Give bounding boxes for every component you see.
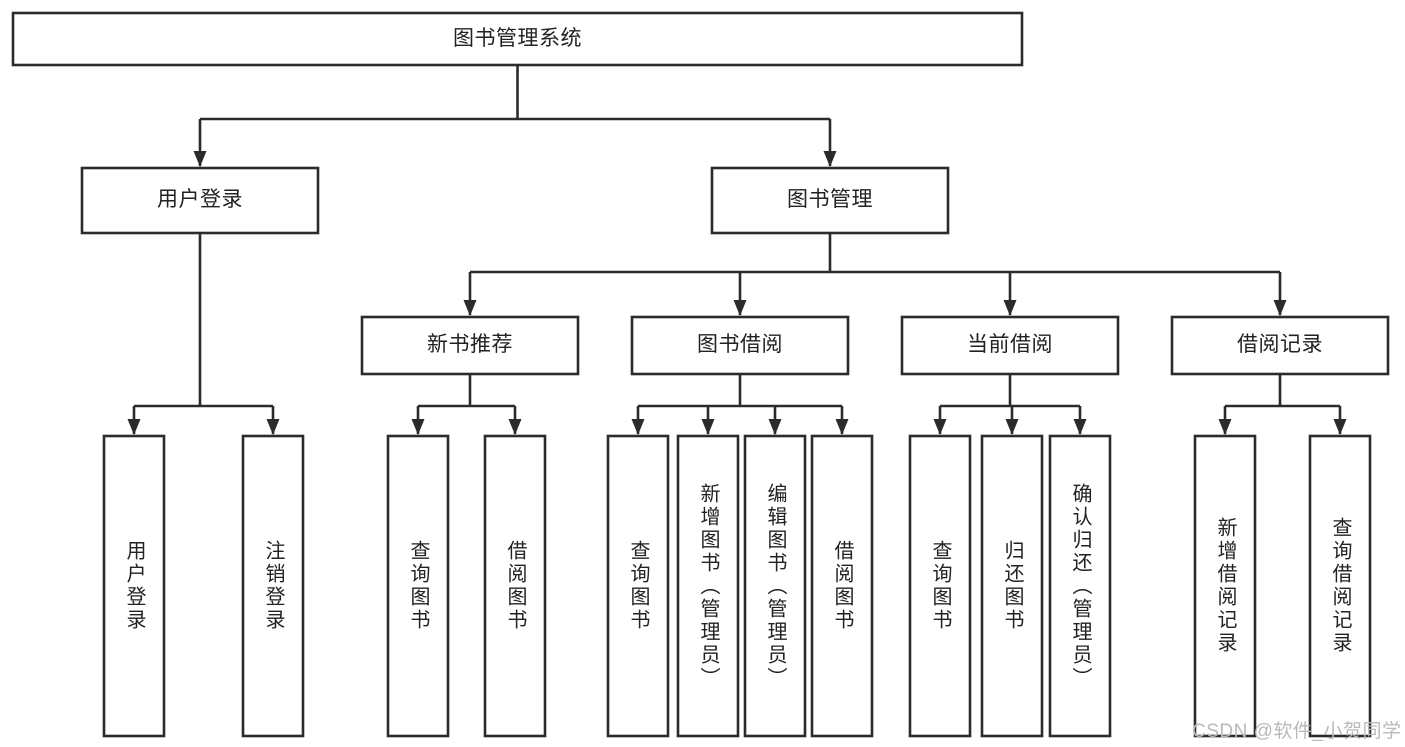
node-l3-box-2[interactable] <box>900 315 1120 376</box>
node-leaf-box-5[interactable] <box>676 434 740 738</box>
arrow-head-icon <box>631 419 645 435</box>
connector-lines-layer <box>127 65 1347 435</box>
node-l3-box-3[interactable] <box>1170 315 1390 376</box>
arrow-head-icon <box>266 419 280 435</box>
arrow-head-icon <box>193 151 207 167</box>
node-l3-box-0[interactable] <box>360 315 580 376</box>
arrow-head-icon <box>701 419 715 435</box>
arrow-head-icon <box>768 419 782 435</box>
csdn-watermark: CSDN @软件_小贺同学 <box>1192 721 1402 742</box>
arrow-head-icon <box>733 300 747 316</box>
arrow-head-icon <box>411 419 425 435</box>
arrow-head-icon <box>823 151 837 167</box>
node-leaf-box-2[interactable] <box>386 434 450 738</box>
node-boxes-layer <box>11 11 1390 738</box>
arrow-head-icon <box>508 419 522 435</box>
node-leaf-box-10[interactable] <box>1048 434 1112 738</box>
node-leaf-box-1[interactable] <box>241 434 305 738</box>
node-l2-box-0[interactable] <box>80 166 320 235</box>
node-leaf-box-3[interactable] <box>483 434 547 738</box>
arrow-head-icon <box>835 419 849 435</box>
arrow-head-icon <box>127 419 141 435</box>
node-leaf-box-4[interactable] <box>606 434 670 738</box>
arrow-head-icon <box>1273 300 1287 316</box>
arrow-head-icon <box>933 419 947 435</box>
node-leaf-box-11[interactable] <box>1193 434 1257 738</box>
arrow-head-icon <box>1003 300 1017 316</box>
node-leaf-box-7[interactable] <box>810 434 874 738</box>
node-leaf-box-0[interactable] <box>102 434 166 738</box>
node-leaf-box-9[interactable] <box>980 434 1044 738</box>
arrow-head-icon <box>1073 419 1087 435</box>
node-l2-box-1[interactable] <box>710 166 950 235</box>
arrow-head-icon <box>1218 419 1232 435</box>
node-leaf-box-12[interactable] <box>1308 434 1372 738</box>
arrow-head-icon <box>463 300 477 316</box>
node-leaf-box-6[interactable] <box>743 434 807 738</box>
arrow-head-icon <box>1005 419 1019 435</box>
node-leaf-box-8[interactable] <box>908 434 972 738</box>
node-root-box[interactable] <box>11 11 1024 67</box>
node-l3-box-1[interactable] <box>630 315 850 376</box>
arrow-head-icon <box>1333 419 1347 435</box>
